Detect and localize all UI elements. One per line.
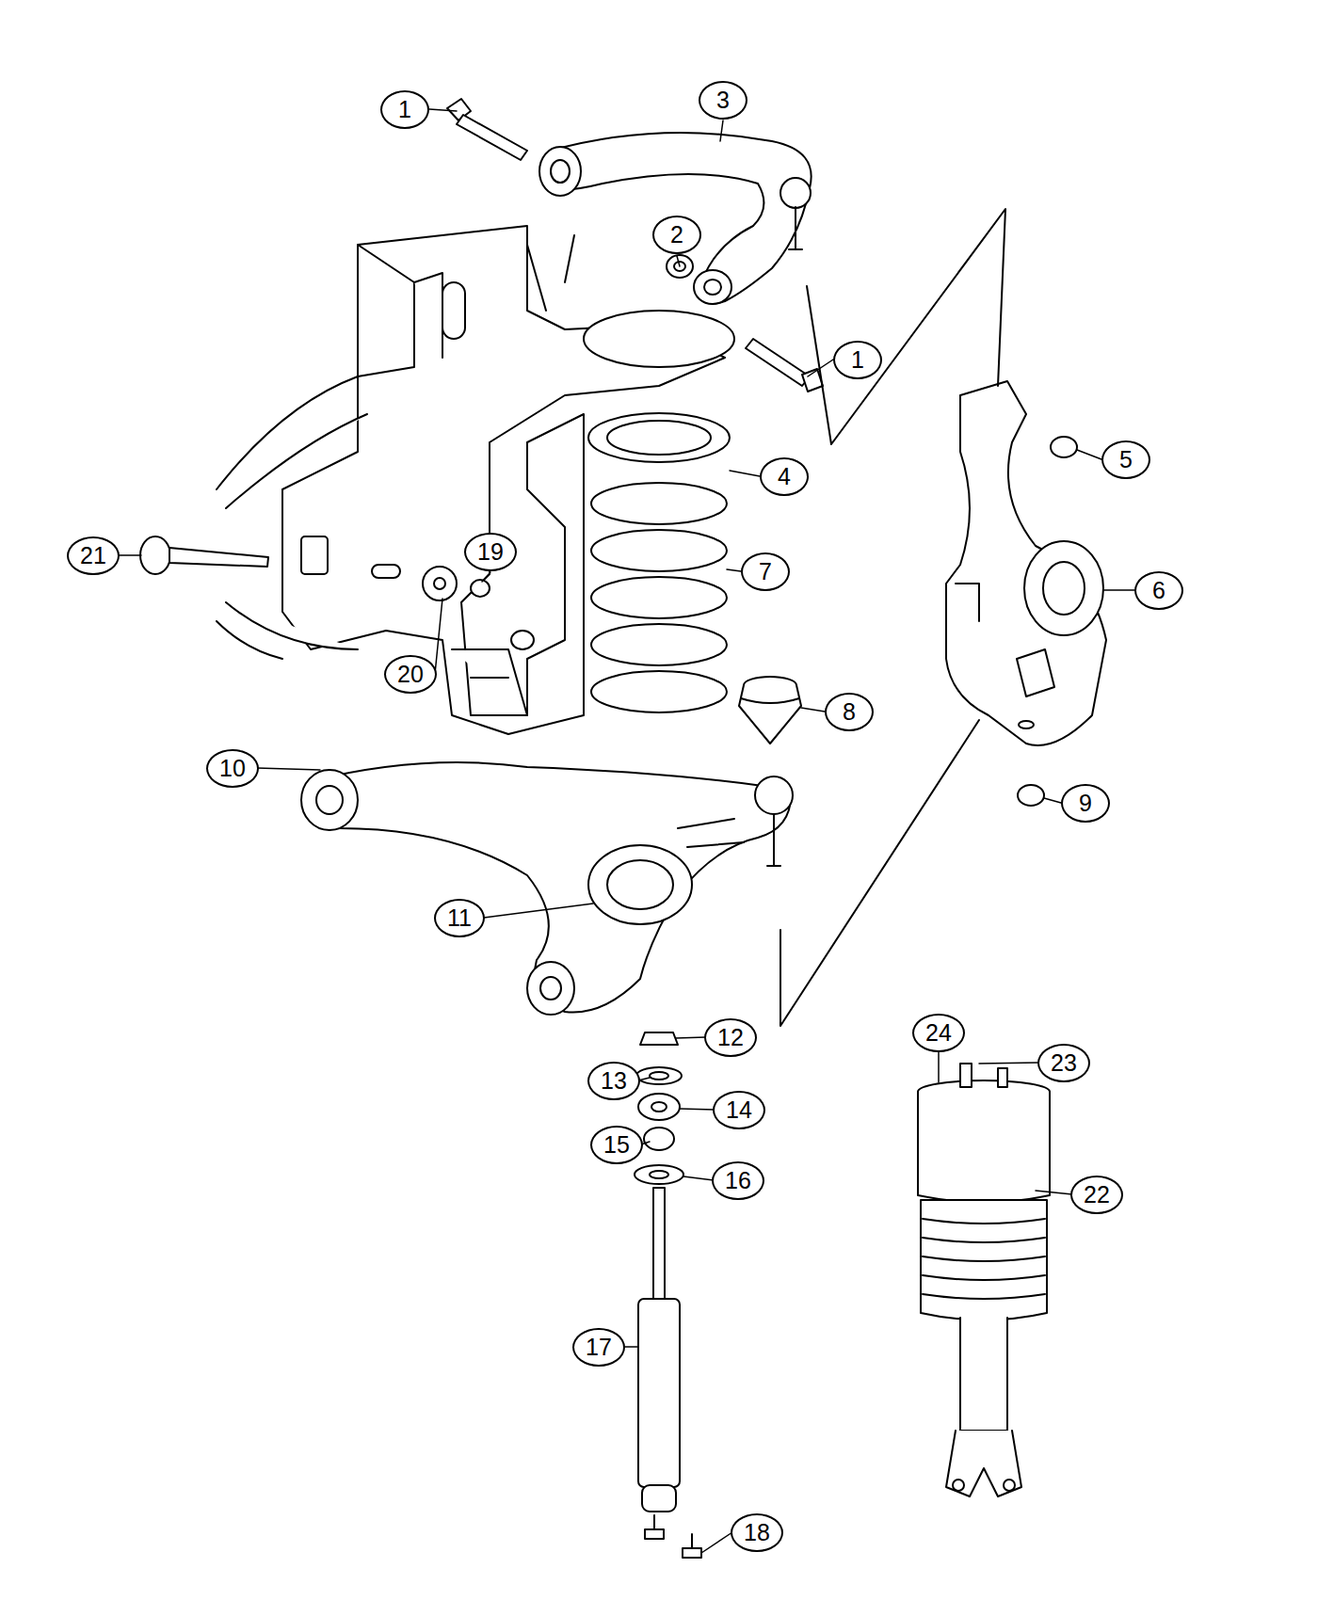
steering-knuckle: [946, 381, 1107, 746]
callout-number: 21: [66, 536, 120, 576]
callout-number: 14: [712, 1091, 766, 1130]
callout-number: 7: [740, 552, 790, 592]
air-spring: [917, 1063, 1050, 1497]
callout-number: 22: [1070, 1175, 1124, 1215]
callout-number: 3: [698, 80, 748, 120]
callout-number: 12: [704, 1018, 757, 1058]
lower-control-arm: [301, 762, 793, 1015]
callout-number: 13: [587, 1061, 641, 1101]
coil-spring: [583, 310, 735, 713]
callout-number: 17: [572, 1328, 626, 1367]
callout-number: 24: [912, 1013, 965, 1053]
callout-number: 2: [652, 215, 702, 255]
callout-number: 11: [433, 899, 485, 938]
callout-number: 15: [590, 1125, 643, 1165]
bolt: [447, 98, 823, 392]
callout-number: 10: [206, 749, 259, 788]
callout-number: 1: [380, 90, 430, 129]
nut: [1017, 436, 1077, 806]
callout-number: 19: [464, 532, 517, 572]
shock-mount-parts: [634, 1032, 684, 1185]
callout-number: 16: [711, 1161, 765, 1201]
callout-number: 23: [1037, 1044, 1091, 1083]
leader-lines: [117, 109, 1135, 1554]
callout-number: 8: [824, 692, 874, 732]
assembly-lines: [780, 208, 1006, 1027]
callout-number: 18: [730, 1513, 784, 1553]
callout-number: 9: [1060, 784, 1110, 823]
upper-control-arm: [539, 132, 812, 305]
callout-number: 6: [1134, 571, 1184, 611]
callout-number: 20: [384, 655, 437, 694]
shock-absorber: [638, 1188, 702, 1559]
callout-number: 4: [759, 457, 809, 497]
callout-number: 5: [1101, 440, 1151, 480]
callout-number: 1: [833, 340, 883, 380]
jounce-bumper: [739, 676, 802, 744]
